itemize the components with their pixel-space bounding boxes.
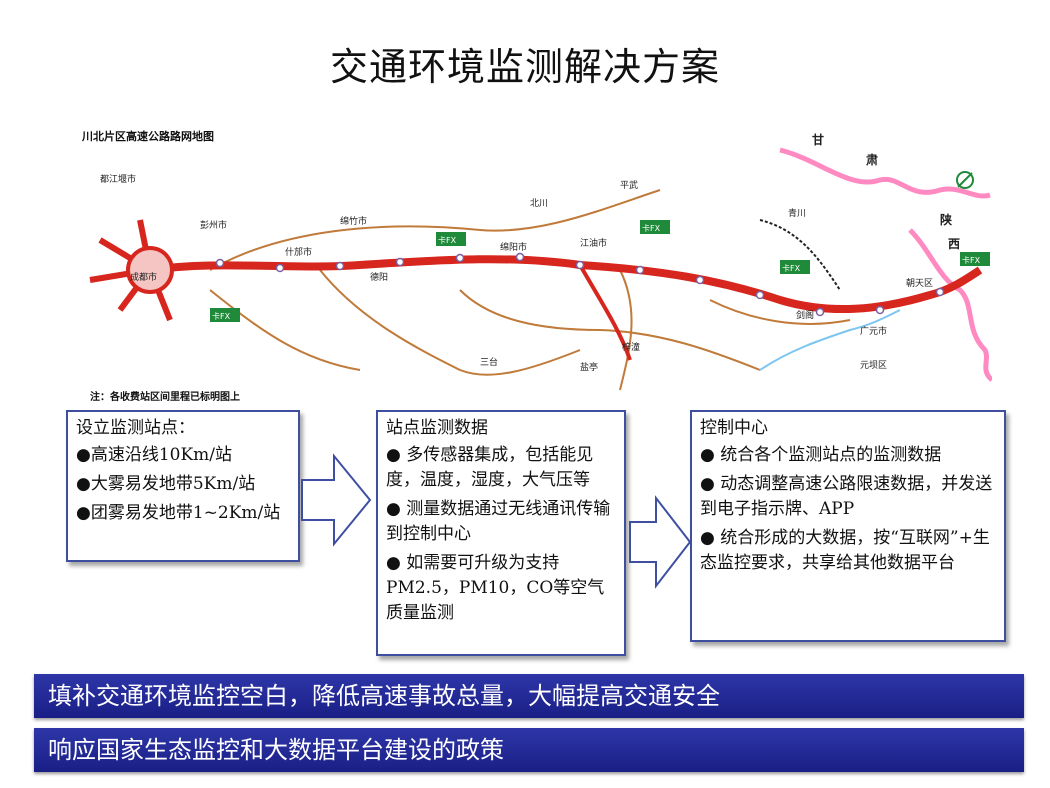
label-yanting: 盐亭 [580, 361, 598, 373]
label-jiangyou: 江油市 [580, 237, 607, 249]
control-center-box: 控制中心 ● 统合各个监测站点的监测数据 ● 动态调整高速公路限速数据，并发送到… [690, 410, 1006, 642]
box-left-item: ●高速沿线10Km/站 [76, 445, 233, 465]
label-dujiangyan: 都江堰市 [100, 173, 136, 185]
box-left-item: ●大雾易发地带5Km/站 [76, 474, 256, 494]
monitoring-stations-box: 设立监测站点： ●高速沿线10Km/站 ●大雾易发地带5Km/站 ●团雾易发地带… [66, 410, 300, 562]
box-mid-item: ● 如需要可升级为支持PM2.5，PM10，CO等空气质量监测 [386, 553, 605, 623]
label-xi: 西 [948, 237, 960, 251]
main-highway [149, 255, 983, 314]
label-su: 肃 [866, 152, 878, 167]
province-border-east [908, 228, 992, 382]
label-chengdu: 成都市 [130, 271, 157, 283]
arrow-right-icon [301, 453, 372, 547]
station-data-box: 站点监测数据 ● 多传感器集成，包括能见度，温度，湿度，大气压等 ● 测量数据通… [376, 410, 626, 656]
compass-icon [956, 171, 974, 189]
box-left-item: ●团雾易发地带1~2Km/站 [76, 503, 281, 523]
road-network-1 [209, 189, 661, 271]
toll-stations [215, 252, 945, 317]
box-mid-item: ● 测量数据通过无线通讯传输到控制中心 [386, 499, 611, 544]
label-pengzhou: 彭州市 [200, 219, 227, 231]
sign-label-2: 卡FX [642, 223, 661, 233]
label-guangyuan: 广元市 [860, 325, 887, 337]
label-shifang: 什邡市 [285, 246, 312, 258]
map-note: 注：各收费站区间里程已标明图上 [90, 392, 240, 403]
road-network-2 [319, 269, 581, 376]
road-network-7 [759, 219, 841, 291]
map-title: 川北片区高速公路路网地图 [82, 130, 214, 143]
sign-label-1: 卡FX [438, 235, 457, 245]
policy-banner: 响应国家生态监控和大数据平台建设的政策 [34, 728, 1024, 772]
label-pingwu: 平武 [620, 179, 638, 191]
road-network-4 [619, 269, 633, 391]
monitoring-signs [210, 220, 990, 322]
sign-label-4: 卡FX [962, 255, 981, 265]
province-border-north [779, 147, 991, 199]
benefit-banner: 填补交通环境监控空白，降低高速事故总量，大幅提高交通安全 [34, 674, 1024, 718]
box-right-item: ● 动态调整高速公路限速数据，并发送到电子指示牌、APP [700, 474, 993, 519]
box-right-heading: 控制中心 [700, 418, 768, 438]
sign-label-3: 卡FX [782, 263, 801, 273]
slide-title: 交通环境监测解决方案 [329, 45, 720, 89]
arrow-right-icon [629, 495, 692, 589]
chengdu-ring [126, 246, 174, 294]
label-gan: 甘 [812, 132, 824, 147]
river [759, 309, 901, 371]
highway-south [578, 264, 632, 361]
label-shaan: 陕 [940, 212, 952, 227]
box-left-heading: 设立监测站点： [76, 418, 195, 438]
label-beichuan: 北川 [530, 198, 548, 209]
box-mid-item: ● 多传感器集成，包括能见度，温度，湿度，大气压等 [386, 445, 594, 490]
box-right-item: ● 统合各个监测站点的监测数据 [700, 445, 942, 465]
map-graphic: 成都市 都江堰市 彭州市 什邡市 绵竹市 德阳 绵阳市 江油市 三台 盐亭 梓潼… [89, 132, 992, 391]
road-network-5 [709, 299, 851, 325]
label-mianyang: 绵阳市 [500, 241, 527, 253]
label-jiange: 剑阁 [796, 309, 814, 321]
label-zitong: 梓潼 [622, 341, 640, 353]
label-santai: 三台 [480, 356, 498, 368]
label-qingchuan: 青川 [788, 207, 806, 219]
box-mid-heading: 站点监测数据 [386, 418, 488, 438]
sign-label-5: 卡FX [212, 311, 231, 321]
label-deyang: 德阳 [370, 271, 388, 283]
road-network-3 [459, 289, 761, 371]
box-right-item: ● 统合形成的大数据，按“互联网”+生态监控要求，共享给其他数据平台 [700, 528, 990, 573]
label-chaotian: 朝天区 [906, 278, 933, 289]
label-yuanba: 元坝区 [860, 360, 887, 371]
highway-map: 成都市 都江堰市 彭州市 什邡市 绵竹市 德阳 绵阳市 江油市 三台 盐亭 梓潼… [60, 120, 992, 410]
label-mianzhu: 绵竹市 [340, 215, 367, 227]
road-network-6 [209, 289, 361, 371]
